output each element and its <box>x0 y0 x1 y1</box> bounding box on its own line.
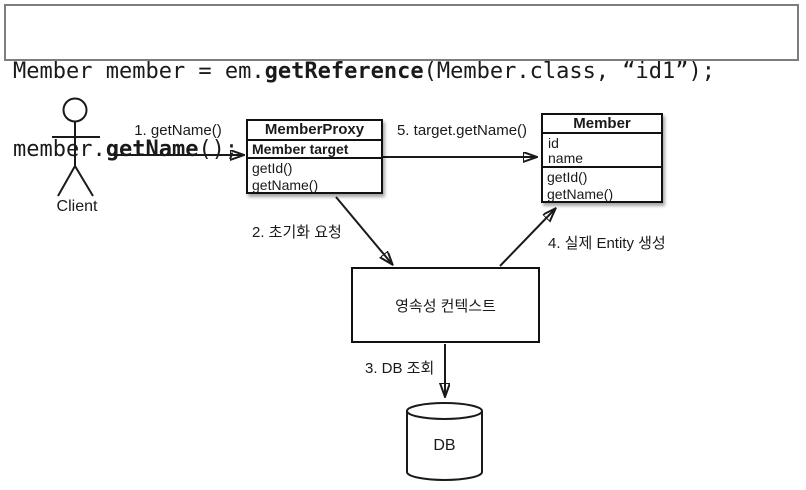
arrow-4-line <box>499 209 555 267</box>
member-method-getname: getName() <box>547 186 614 202</box>
arrow-2-line <box>335 196 392 264</box>
arrow-1-label: 1. getName() <box>134 122 222 139</box>
memberproxy-method-getname: getName() <box>252 177 319 193</box>
memberproxy-title: MemberProxy <box>248 121 381 141</box>
persistence-context-box: 영속성 컨텍스트 <box>351 267 540 343</box>
arrow-3-label: 3. DB 조회 <box>365 360 435 377</box>
database-label: DB <box>433 437 456 454</box>
arrow-2-label: 2. 초기화 요청 <box>252 224 342 241</box>
arrow-5-label: 5. target.getName() <box>396 122 528 139</box>
arrow-4-label: 4. 실제 Entity 생성 <box>548 235 666 252</box>
database-cylinder-icon <box>406 402 483 481</box>
client-actor-label: Client <box>56 198 98 215</box>
memberproxy-class-box: MemberProxy Member target getId() getNam… <box>246 119 383 194</box>
code-line-1: Member member = em.getReference(Member.c… <box>13 59 716 84</box>
member-class-box: Member id name getId() getName() <box>541 113 663 203</box>
member-attr-name: name <box>548 150 584 166</box>
persistence-context-label: 영속성 컨텍스트 <box>395 297 496 315</box>
client-actor-icon <box>52 97 100 197</box>
member-title: Member <box>543 115 661 134</box>
code-snippet: Member member = em.getReference(Member.c… <box>4 4 799 162</box>
code-line-2: member.getName(); <box>13 137 239 162</box>
member-method-getid: getId() <box>547 169 588 185</box>
member-attr-id: id <box>548 135 559 151</box>
memberproxy-field-target: Member target <box>248 141 381 159</box>
memberproxy-method-getid: getId() <box>252 160 293 176</box>
